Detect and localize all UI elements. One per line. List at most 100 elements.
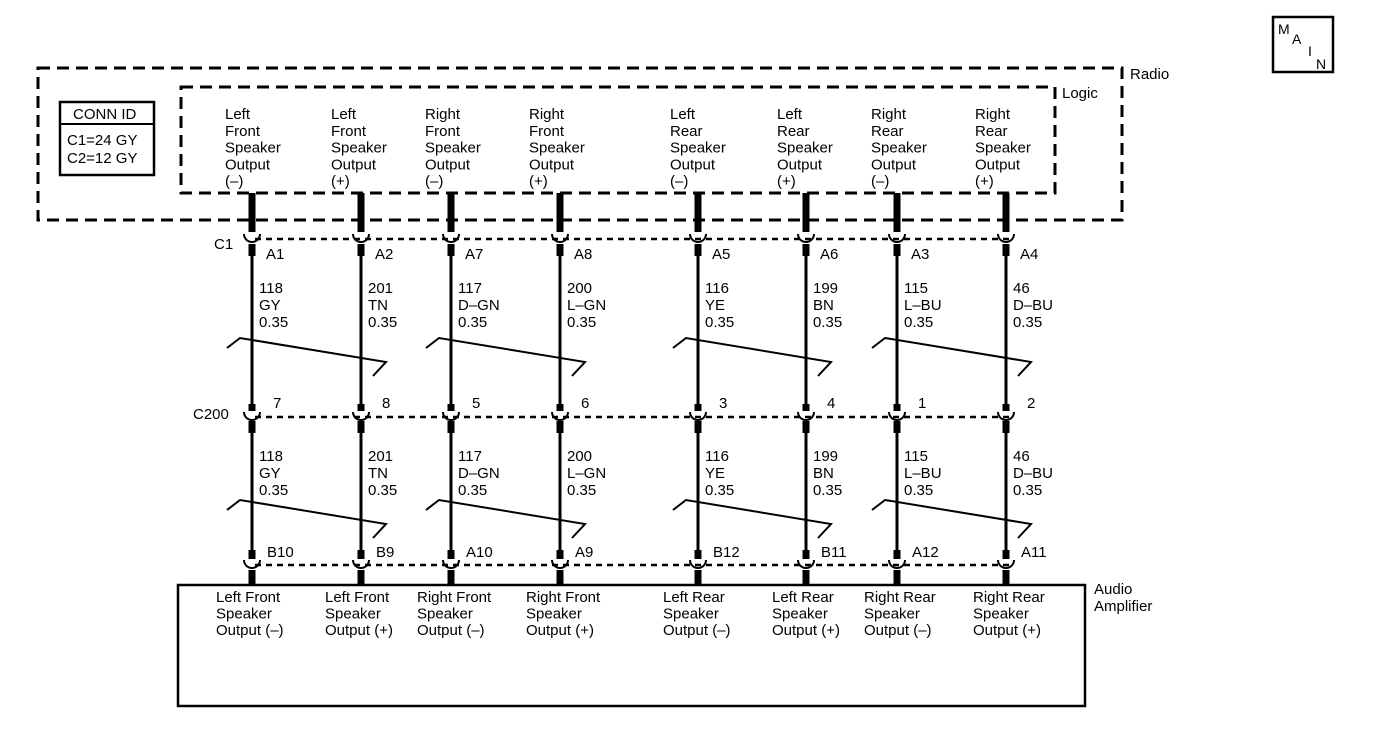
c200-pin-arc — [997, 411, 1015, 421]
amp-output-label: Speaker — [663, 606, 719, 623]
wire-size-lower: 0.35 — [1013, 482, 1042, 499]
logic-output-label: (+) — [331, 173, 350, 190]
c200-pin-arc — [551, 411, 569, 421]
amp-pin-label: A9 — [575, 544, 593, 561]
twisted-pair-symbol — [425, 336, 588, 377]
main-badge: M A I N — [1271, 15, 1335, 74]
wire-size-lower: 0.35 — [705, 482, 734, 499]
logic-output-label: Output — [670, 156, 716, 173]
twisted-pair-stroke — [226, 336, 389, 377]
amp-output-label: Left Rear — [772, 589, 834, 606]
amp-pin-label: A12 — [912, 544, 939, 561]
wire-size-lower: 0.35 — [567, 482, 596, 499]
logic-output-label: Output — [225, 156, 271, 173]
twisted-pair-stroke — [672, 498, 833, 539]
c1-pin-arc — [243, 233, 261, 243]
logic-output-label: Output — [529, 156, 575, 173]
circuit-column: LeftFrontSpeakerOutput(–)A17B10118GY0.35… — [216, 106, 294, 639]
wire-color-upper: TN — [368, 297, 388, 314]
circuit-column: RightFrontSpeakerOutput(+)A86A9200L–GN0.… — [526, 106, 606, 639]
logic-output-label: Rear — [871, 123, 904, 140]
circuit-column: LeftFrontSpeakerOutput(+)A28B9201TN0.352… — [325, 106, 397, 639]
c200-pin-arc — [888, 411, 906, 421]
logic-label: Logic — [1062, 85, 1098, 102]
c200-pin-arc — [797, 411, 815, 421]
logic-output-label: Speaker — [331, 140, 387, 157]
c1-pin-label: A5 — [712, 246, 730, 263]
conn-id-box: CONN ID C1=24 GY C2=12 GY — [58, 100, 156, 177]
logic-output-label: Output — [425, 156, 471, 173]
c200-pin-arc — [689, 411, 707, 421]
wire-color-upper: GY — [259, 297, 281, 314]
logic-output-label: Right — [975, 106, 1011, 123]
twisted-pair-symbol — [871, 336, 1034, 377]
logic-output-label: (–) — [670, 173, 688, 190]
c1-pin-label: A1 — [266, 246, 284, 263]
circuit-number-upper: 116 — [705, 280, 729, 297]
amp-output-label: Output (+) — [772, 622, 840, 639]
wire-color-upper: YE — [705, 297, 725, 314]
twisted-pair-stroke — [672, 336, 833, 377]
c1-pin-arc — [442, 233, 460, 243]
amp-pin-arc — [997, 559, 1015, 569]
logic-output-label: Left — [331, 106, 357, 123]
wire-size-upper: 0.35 — [813, 314, 842, 331]
wire-color-upper: L–BU — [904, 297, 942, 314]
amp-output-label: Output (+) — [973, 622, 1041, 639]
logic-output-label: Output — [871, 156, 917, 173]
logic-output-label: Right — [529, 106, 565, 123]
circuit-number-lower: 117 — [458, 448, 482, 465]
wire-color-lower: D–GN — [458, 465, 500, 482]
circuit-column: LeftRearSpeakerOutput(+)A64B11199BN0.351… — [772, 106, 847, 639]
circuit-number-upper: 200 — [567, 280, 592, 297]
logic-box — [179, 85, 1057, 195]
logic-output-label: Speaker — [425, 140, 481, 157]
amp-output-label: Output (–) — [216, 622, 284, 639]
circuit-number-upper: 199 — [813, 280, 838, 297]
audio-amplifier-box — [176, 583, 1087, 708]
wire-color-lower: D–BU — [1013, 465, 1053, 482]
twisted-pair-stroke — [226, 498, 389, 539]
main-badge-letter-m: M — [1278, 21, 1290, 37]
wire-color-upper: L–GN — [567, 297, 606, 314]
amp-output-label: Speaker — [216, 606, 272, 623]
main-badge-letter-n: N — [1316, 56, 1326, 72]
wire-size-upper: 0.35 — [567, 314, 596, 331]
logic-output-label: (+) — [529, 173, 548, 190]
amp-output-label: Left Rear — [663, 589, 725, 606]
wire-color-upper: D–GN — [458, 297, 500, 314]
circuit-number-lower: 115 — [904, 448, 928, 465]
amp-output-label: Right Rear — [864, 589, 936, 606]
amp-pin-label: A11 — [1021, 544, 1047, 561]
c1-pin-arc — [352, 233, 370, 243]
circuit-number-upper: 46 — [1013, 280, 1030, 297]
wire-color-lower: TN — [368, 465, 388, 482]
amp-output-label: Speaker — [772, 606, 828, 623]
c1-pin-label: A3 — [911, 246, 929, 263]
circuit-number-lower: 116 — [705, 448, 729, 465]
logic-output-label: (–) — [871, 173, 889, 190]
c200-pin-label: 4 — [827, 395, 835, 412]
twisted-pair-symbol — [871, 498, 1034, 539]
c200-pin-label: 5 — [472, 395, 480, 412]
amp-pin-arc — [442, 559, 460, 569]
amp-output-label: Speaker — [864, 606, 920, 623]
wire-color-upper: BN — [813, 297, 834, 314]
c1-pin-arc — [689, 233, 707, 243]
c200-pin-label: 6 — [581, 395, 589, 412]
conn-id-frame — [58, 100, 156, 177]
amp-pin-label: B11 — [821, 544, 847, 561]
wire-size-lower: 0.35 — [458, 482, 487, 499]
amp-output-label: Right Front — [417, 589, 492, 606]
twisted-pair-stroke — [871, 498, 1034, 539]
c1-pin-label: A4 — [1020, 246, 1038, 263]
amp-output-label: Speaker — [417, 606, 473, 623]
amp-output-label: Output (–) — [417, 622, 485, 639]
logic-output-label: Output — [331, 156, 377, 173]
wire-size-lower: 0.35 — [259, 482, 288, 499]
logic-output-label: Front — [425, 123, 461, 140]
c1-pin-label: A6 — [820, 246, 838, 263]
wire-size-upper: 0.35 — [368, 314, 397, 331]
amp-output-label: Right Rear — [973, 589, 1045, 606]
wire-size-lower: 0.35 — [368, 482, 397, 499]
